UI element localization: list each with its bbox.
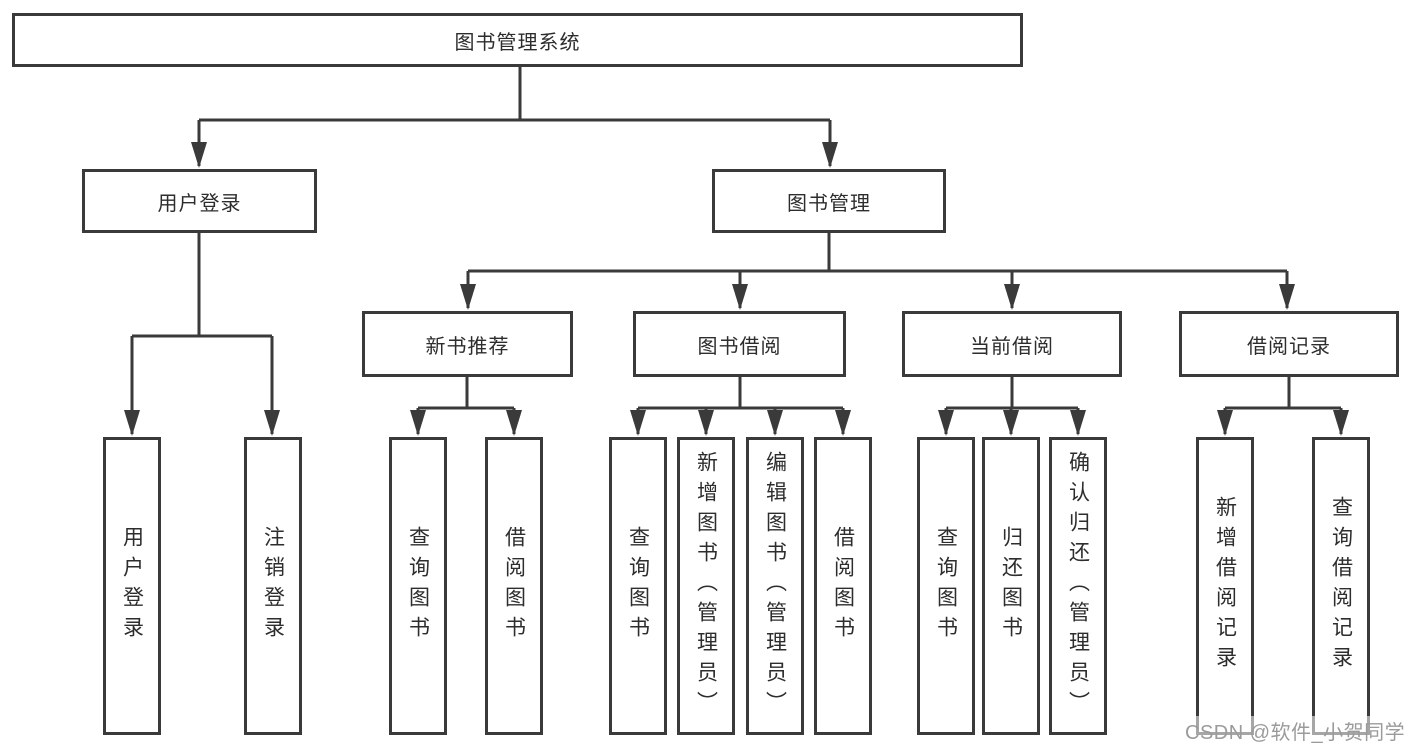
leaf-borrow-query-book: 查询图书 bbox=[609, 437, 667, 735]
node-current-borrow-label: 当前借阅 bbox=[970, 335, 1054, 358]
leaf-recommend-query-book-label: 查询图书 bbox=[406, 526, 430, 646]
leaf-borrow-book: 借阅图书 bbox=[814, 437, 872, 735]
node-new-book-recommend: 新书推荐 bbox=[362, 311, 573, 377]
leaf-recommend-borrow-book-label: 借阅图书 bbox=[502, 526, 526, 646]
node-book-borrow-label: 图书借阅 bbox=[697, 335, 782, 358]
leaf-current-query-book-label: 查询图书 bbox=[934, 526, 958, 646]
leaf-confirm-return-admin: 确认归还（管理员） bbox=[1049, 437, 1107, 735]
leaf-logout: 注销登录 bbox=[244, 437, 302, 735]
node-root-label: 图书管理系统 bbox=[454, 31, 581, 54]
edges-borrow-record bbox=[1217, 377, 1349, 436]
csdn-watermark: CSDN @软件_小贺同学 bbox=[1185, 716, 1405, 745]
edges-new-book-rec bbox=[410, 377, 522, 436]
edges-root bbox=[191, 66, 838, 168]
edges-user-login bbox=[124, 233, 280, 436]
leaf-borrow-book-label: 借阅图书 bbox=[831, 526, 855, 646]
edges-current-borrow bbox=[938, 377, 1086, 436]
edges-book-mgmt bbox=[460, 233, 1295, 310]
leaf-current-query-book: 查询图书 bbox=[917, 437, 975, 735]
node-user-login-label: 用户登录 bbox=[157, 192, 242, 215]
leaf-add-borrow-record: 新增借阅记录 bbox=[1196, 437, 1254, 735]
leaf-user-login-label: 用户登录 bbox=[120, 526, 144, 646]
leaf-logout-label: 注销登录 bbox=[261, 526, 285, 646]
leaf-edit-book-admin-label: 编辑图书（管理员） bbox=[763, 451, 787, 721]
leaf-recommend-borrow-book: 借阅图书 bbox=[485, 437, 543, 735]
leaf-query-borrow-record: 查询借阅记录 bbox=[1312, 437, 1370, 735]
leaf-borrow-query-book-label: 查询图书 bbox=[626, 526, 650, 646]
leaf-user-login: 用户登录 bbox=[103, 437, 161, 735]
node-new-book-recommend-label: 新书推荐 bbox=[425, 335, 510, 358]
leaf-query-borrow-record-label: 查询借阅记录 bbox=[1329, 496, 1353, 676]
node-user-login: 用户登录 bbox=[82, 169, 317, 233]
leaf-return-book-label: 归还图书 bbox=[999, 526, 1023, 646]
leaf-add-book-admin-label: 新增图书（管理员） bbox=[694, 451, 718, 721]
leaf-recommend-query-book: 查询图书 bbox=[389, 437, 447, 735]
leaf-edit-book-admin: 编辑图书（管理员） bbox=[746, 437, 804, 735]
node-root-system: 图书管理系统 bbox=[12, 13, 1023, 67]
node-book-management-label: 图书管理 bbox=[787, 192, 871, 215]
node-borrow-record-label: 借阅记录 bbox=[1247, 335, 1331, 358]
leaf-confirm-return-admin-label: 确认归还（管理员） bbox=[1066, 451, 1090, 721]
leaf-add-borrow-record-label: 新增借阅记录 bbox=[1213, 496, 1237, 676]
leaf-return-book: 归还图书 bbox=[982, 437, 1040, 735]
node-book-management: 图书管理 bbox=[712, 169, 946, 233]
leaf-add-book-admin: 新增图书（管理员） bbox=[677, 437, 735, 735]
node-borrow-record: 借阅记录 bbox=[1179, 311, 1399, 377]
edges-book-borrow bbox=[630, 377, 851, 436]
node-current-borrow: 当前借阅 bbox=[902, 311, 1122, 377]
node-book-borrow: 图书借阅 bbox=[633, 311, 846, 377]
